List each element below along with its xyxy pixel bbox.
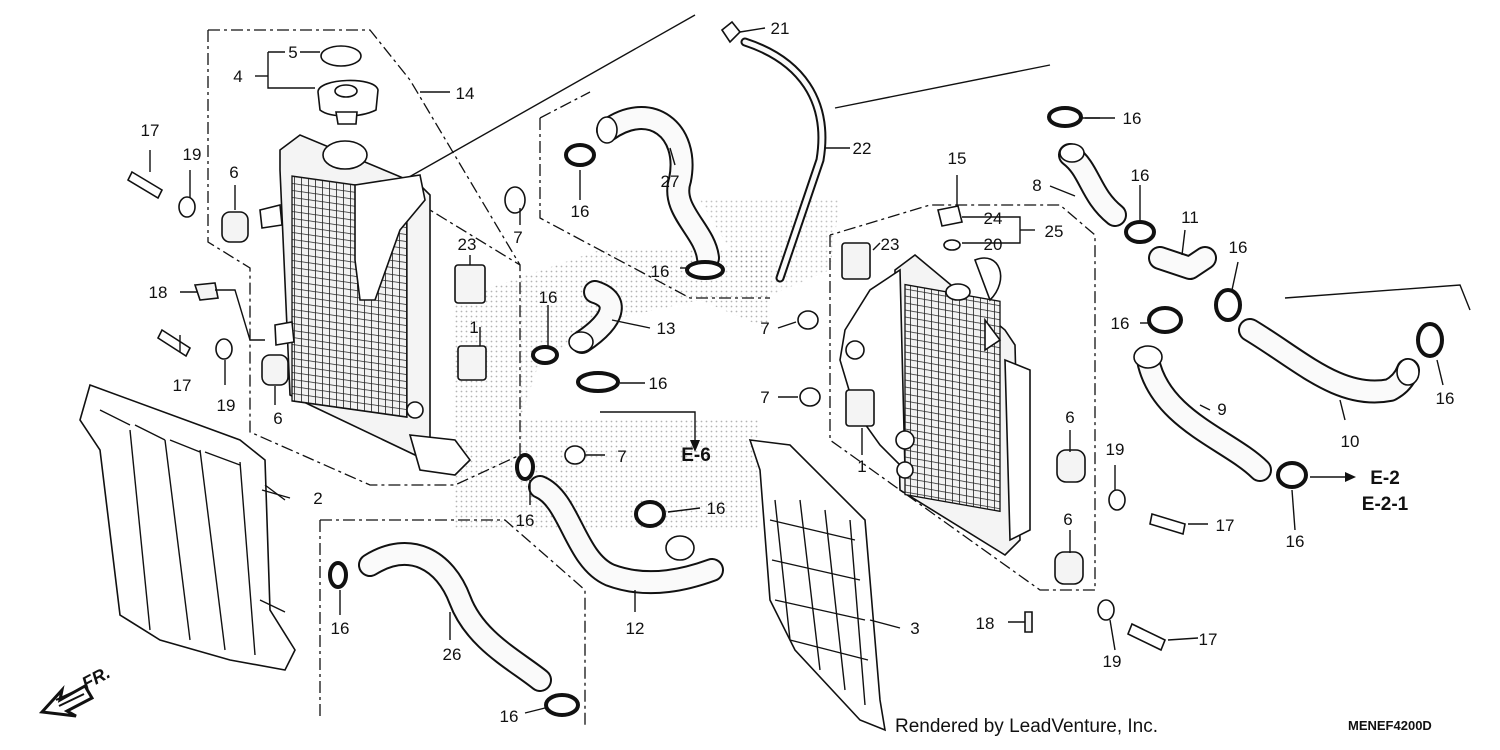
callout-19: 19 (1106, 440, 1125, 459)
callout-14: 14 (456, 84, 475, 103)
rubber-mounts (454, 242, 875, 427)
callout-6: 6 (1065, 408, 1074, 427)
callout-12: 12 (626, 619, 645, 638)
callout-16: 16 (649, 374, 668, 393)
callout-23: 23 (881, 235, 900, 254)
callout-10: 10 (1341, 432, 1360, 451)
callout-21: 21 (771, 19, 790, 38)
left-shroud (79, 383, 296, 671)
right-radiator (839, 253, 1031, 557)
group-frames (207, 14, 1471, 725)
callout-16: 16 (539, 288, 558, 307)
callout-18: 18 (976, 614, 995, 633)
callout-6: 6 (273, 409, 282, 428)
callout-11: 11 (1181, 208, 1199, 227)
callout-17: 17 (173, 376, 192, 395)
callout-7: 7 (760, 319, 769, 338)
callout-16: 16 (707, 499, 726, 518)
callout-1: 1 (857, 457, 866, 476)
right-shroud (748, 439, 887, 732)
callout-4: 4 (233, 67, 242, 86)
callout-16: 16 (516, 511, 535, 530)
callout-16: 16 (1111, 314, 1130, 333)
callout-16: 16 (1286, 532, 1305, 551)
ref-e2-1: E-2-1 (1362, 494, 1409, 515)
front-direction-arrow-icon (38, 683, 95, 718)
callout-7: 7 (513, 228, 522, 247)
grommets (221, 211, 1086, 585)
callout-16: 16 (500, 707, 519, 726)
callout-22: 22 (853, 139, 872, 158)
render-credit: Rendered by LeadVenture, Inc. (895, 716, 1158, 737)
callout-8: 8 (1032, 176, 1041, 195)
callout-19: 19 (183, 145, 202, 164)
callout-16: 16 (651, 262, 670, 281)
callout-17: 17 (141, 121, 160, 140)
callout-20: 20 (984, 235, 1003, 254)
callout-5: 5 (288, 43, 297, 62)
diagram-code: MENEF4200D (1348, 718, 1432, 733)
callout-17: 17 (1199, 630, 1218, 649)
callout-labels: 1 1 2 3 4 5 6 6 6 6 7 7 7 7 8 9 10 11 12… (141, 19, 1455, 726)
callout-13: 13 (657, 319, 676, 338)
callout-7: 7 (760, 388, 769, 407)
callout-19: 19 (217, 396, 236, 415)
callout-6: 6 (1063, 510, 1072, 529)
hoses (358, 37, 1420, 692)
callout-18: 18 (149, 283, 168, 302)
callout-23: 23 (458, 235, 477, 254)
callout-16: 16 (571, 202, 590, 221)
callout-27: 27 (661, 172, 680, 191)
callout-25: 25 (1045, 222, 1064, 241)
callout-16: 16 (331, 619, 350, 638)
callout-16: 16 (1229, 238, 1248, 257)
hose-clamps (328, 106, 1444, 717)
callout-7: 7 (617, 447, 626, 466)
ref-e2: E-2 (1370, 468, 1400, 489)
reference-arrows (690, 440, 1356, 482)
leader-lines (149, 27, 1444, 714)
callout-16: 16 (1131, 166, 1150, 185)
callout-9: 9 (1217, 400, 1226, 419)
callout-19: 19 (1103, 652, 1122, 671)
left-radiator (259, 134, 472, 476)
callout-26: 26 (443, 645, 462, 664)
callout-3: 3 (910, 619, 919, 638)
callout-16: 16 (1436, 389, 1455, 408)
callout-15: 15 (948, 149, 967, 168)
callout-24: 24 (984, 209, 1003, 228)
ref-e6: E-6 (681, 445, 711, 466)
callout-6: 6 (229, 163, 238, 182)
callout-17: 17 (1216, 516, 1235, 535)
callout-16: 16 (1123, 109, 1142, 128)
callout-2: 2 (313, 489, 322, 508)
stipple-shading (455, 200, 840, 530)
radiator-cap (317, 45, 379, 125)
bolts-washers (126, 20, 1186, 652)
callout-1: 1 (469, 318, 478, 337)
